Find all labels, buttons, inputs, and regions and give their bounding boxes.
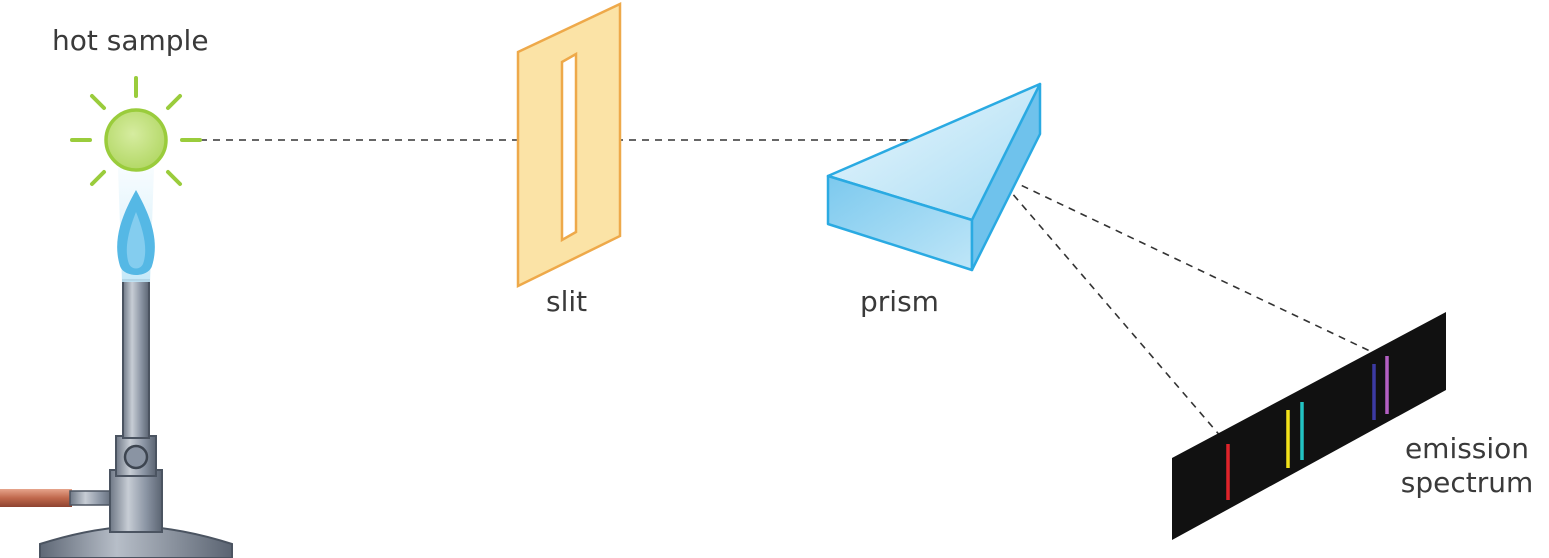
spectrum-lines	[1226, 356, 1389, 500]
slit-opening	[560, 51, 578, 243]
light-path	[200, 139, 1373, 439]
emission-label-line1: emission	[1404, 432, 1530, 465]
spectrum-screen	[1172, 312, 1446, 540]
prism-side-face	[970, 82, 1042, 272]
gas-hose	[0, 489, 72, 507]
emission-spectrum-label: emission spectrum	[1392, 432, 1542, 500]
slit-label: slit	[546, 285, 588, 318]
slit-plate	[516, 2, 622, 289]
burner-tube	[122, 279, 150, 439]
prism-label: prism	[860, 285, 939, 318]
dispersed-ray-upper	[1009, 179, 1373, 353]
dispersed-ray-lower	[1004, 184, 1223, 439]
sample-ball	[104, 108, 168, 172]
emission-label-line2: spectrum	[1400, 466, 1534, 499]
flame	[117, 168, 155, 282]
gas-inlet	[69, 490, 115, 506]
burner-collar	[109, 469, 163, 533]
spectrum-background	[1172, 312, 1446, 540]
hot-sample-label: hot sample	[52, 24, 209, 57]
prism	[826, 82, 1042, 272]
glow-rays	[70, 76, 202, 186]
bunsen-burner	[0, 279, 233, 558]
air-valve-hole	[123, 444, 149, 470]
hot-sample	[70, 76, 202, 186]
flame-inner	[126, 212, 146, 269]
